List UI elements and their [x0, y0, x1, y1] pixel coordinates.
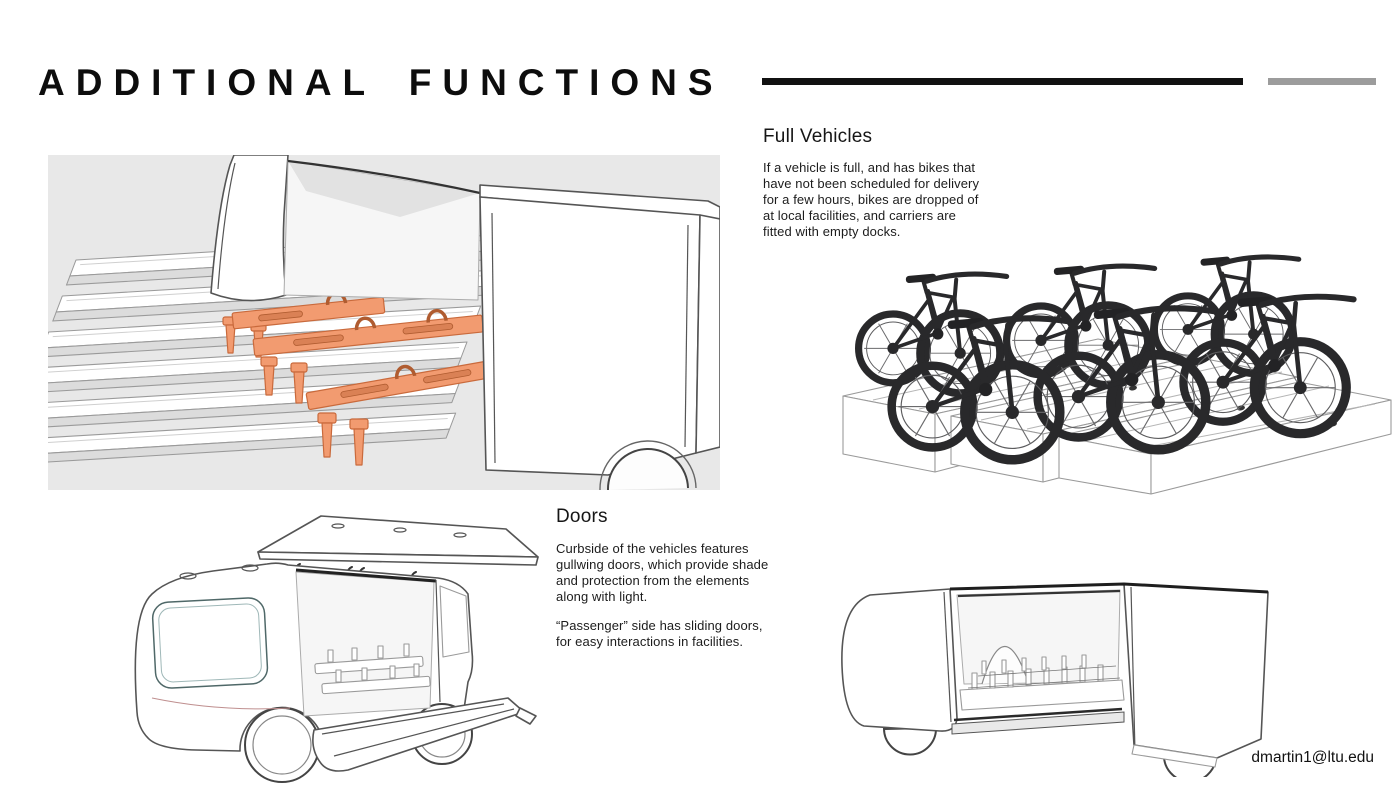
title-rule-black [762, 78, 1243, 85]
van-body [210, 155, 720, 490]
page-title: ADDITIONAL FUNCTIONS [38, 62, 724, 103]
doors-body-2: “Passenger” side has sliding doors, for … [556, 618, 763, 649]
sliding-van-illustration [841, 582, 1269, 777]
gullwing-van-body [134, 562, 474, 783]
van-interior-illustration [48, 155, 720, 490]
section-full-vehicles: Full Vehicles If a vehicle is full, and … [763, 126, 1025, 240]
full-vehicles-heading: Full Vehicles [763, 126, 873, 147]
doors-body-1: Curbside of the vehicles features gullwi… [556, 541, 769, 604]
contact-email: dmartin1@ltu.edu [1251, 749, 1374, 766]
van-interior-drawing [48, 155, 720, 490]
section-doors: Doors Curbside of the vehicles features … [556, 506, 808, 650]
gullwing-van-illustration [134, 515, 539, 783]
orange-carriers [222, 291, 491, 466]
doors-heading: Doors [556, 506, 608, 527]
docked-bikes-illustration [842, 228, 1392, 495]
sliding-van-body [841, 582, 1269, 777]
title-rule-gray [1268, 78, 1376, 85]
ramp [312, 697, 537, 772]
full-vehicles-body: If a vehicle is full, and has bikes that… [763, 160, 980, 239]
